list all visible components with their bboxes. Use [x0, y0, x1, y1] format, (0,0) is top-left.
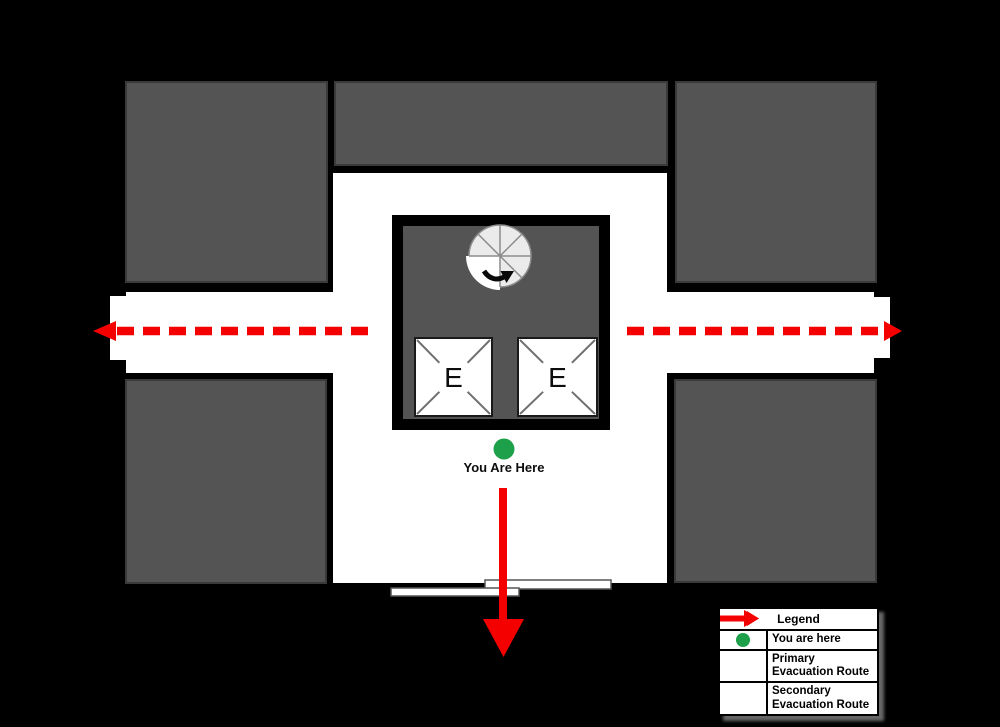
legend-label: You are here [772, 633, 841, 646]
dashed-red-arrow-icon [721, 611, 759, 626]
legend-row-primary-route: Primary Evacuation Route [720, 610, 877, 684]
you-are-here-marker [493, 438, 515, 460]
stair-direction-arrow [481, 269, 506, 282]
legend-icon-cell [720, 610, 768, 682]
legend-label: Secondary Evacuation Route [772, 685, 870, 711]
legend-icon-cell [720, 611, 768, 714]
elevator-x-lines [519, 339, 596, 415]
stair-arrow-head [500, 271, 514, 283]
south-arrow-head [483, 619, 524, 657]
legend: Legend You are here Primary Evacuation R… [718, 607, 879, 716]
green-dot-icon [736, 633, 750, 647]
secondary-route-west [93, 321, 368, 341]
legend-label: Primary Evacuation Route [772, 653, 870, 679]
elevator-label: E [548, 362, 567, 393]
door-leaf-lower [390, 587, 520, 597]
door-leaf-upper [484, 579, 612, 590]
secondary-route-east [627, 321, 902, 341]
legend-title: Legend [720, 609, 877, 631]
elevator-left: E [414, 337, 493, 417]
elevator-x-lines [416, 339, 491, 415]
legend-row-secondary-route: Secondary Evacuation Route [720, 611, 877, 714]
room-top-right [675, 81, 877, 283]
you-are-here-label: You Are Here [464, 460, 545, 475]
west-arrow-head [93, 321, 116, 341]
east-exit-opening [873, 297, 890, 358]
elevator-label: E [444, 362, 463, 393]
primary-route-south [483, 488, 524, 657]
stair-spokes [469, 225, 531, 287]
elevator-right: E [517, 337, 598, 417]
legend-icon-cell [720, 631, 768, 649]
east-arrow-head [884, 321, 902, 341]
room-top-center [334, 81, 668, 166]
room-bottom-left [125, 379, 327, 584]
solid-red-arrow-icon [499, 488, 507, 621]
legend-row-you-are-here: You are here [720, 631, 877, 651]
room-bottom-right [674, 379, 877, 583]
rooms [125, 81, 877, 584]
spiral-staircase-icon [466, 224, 532, 290]
room-top-left [125, 81, 328, 283]
main-entrance-doors [390, 579, 612, 597]
